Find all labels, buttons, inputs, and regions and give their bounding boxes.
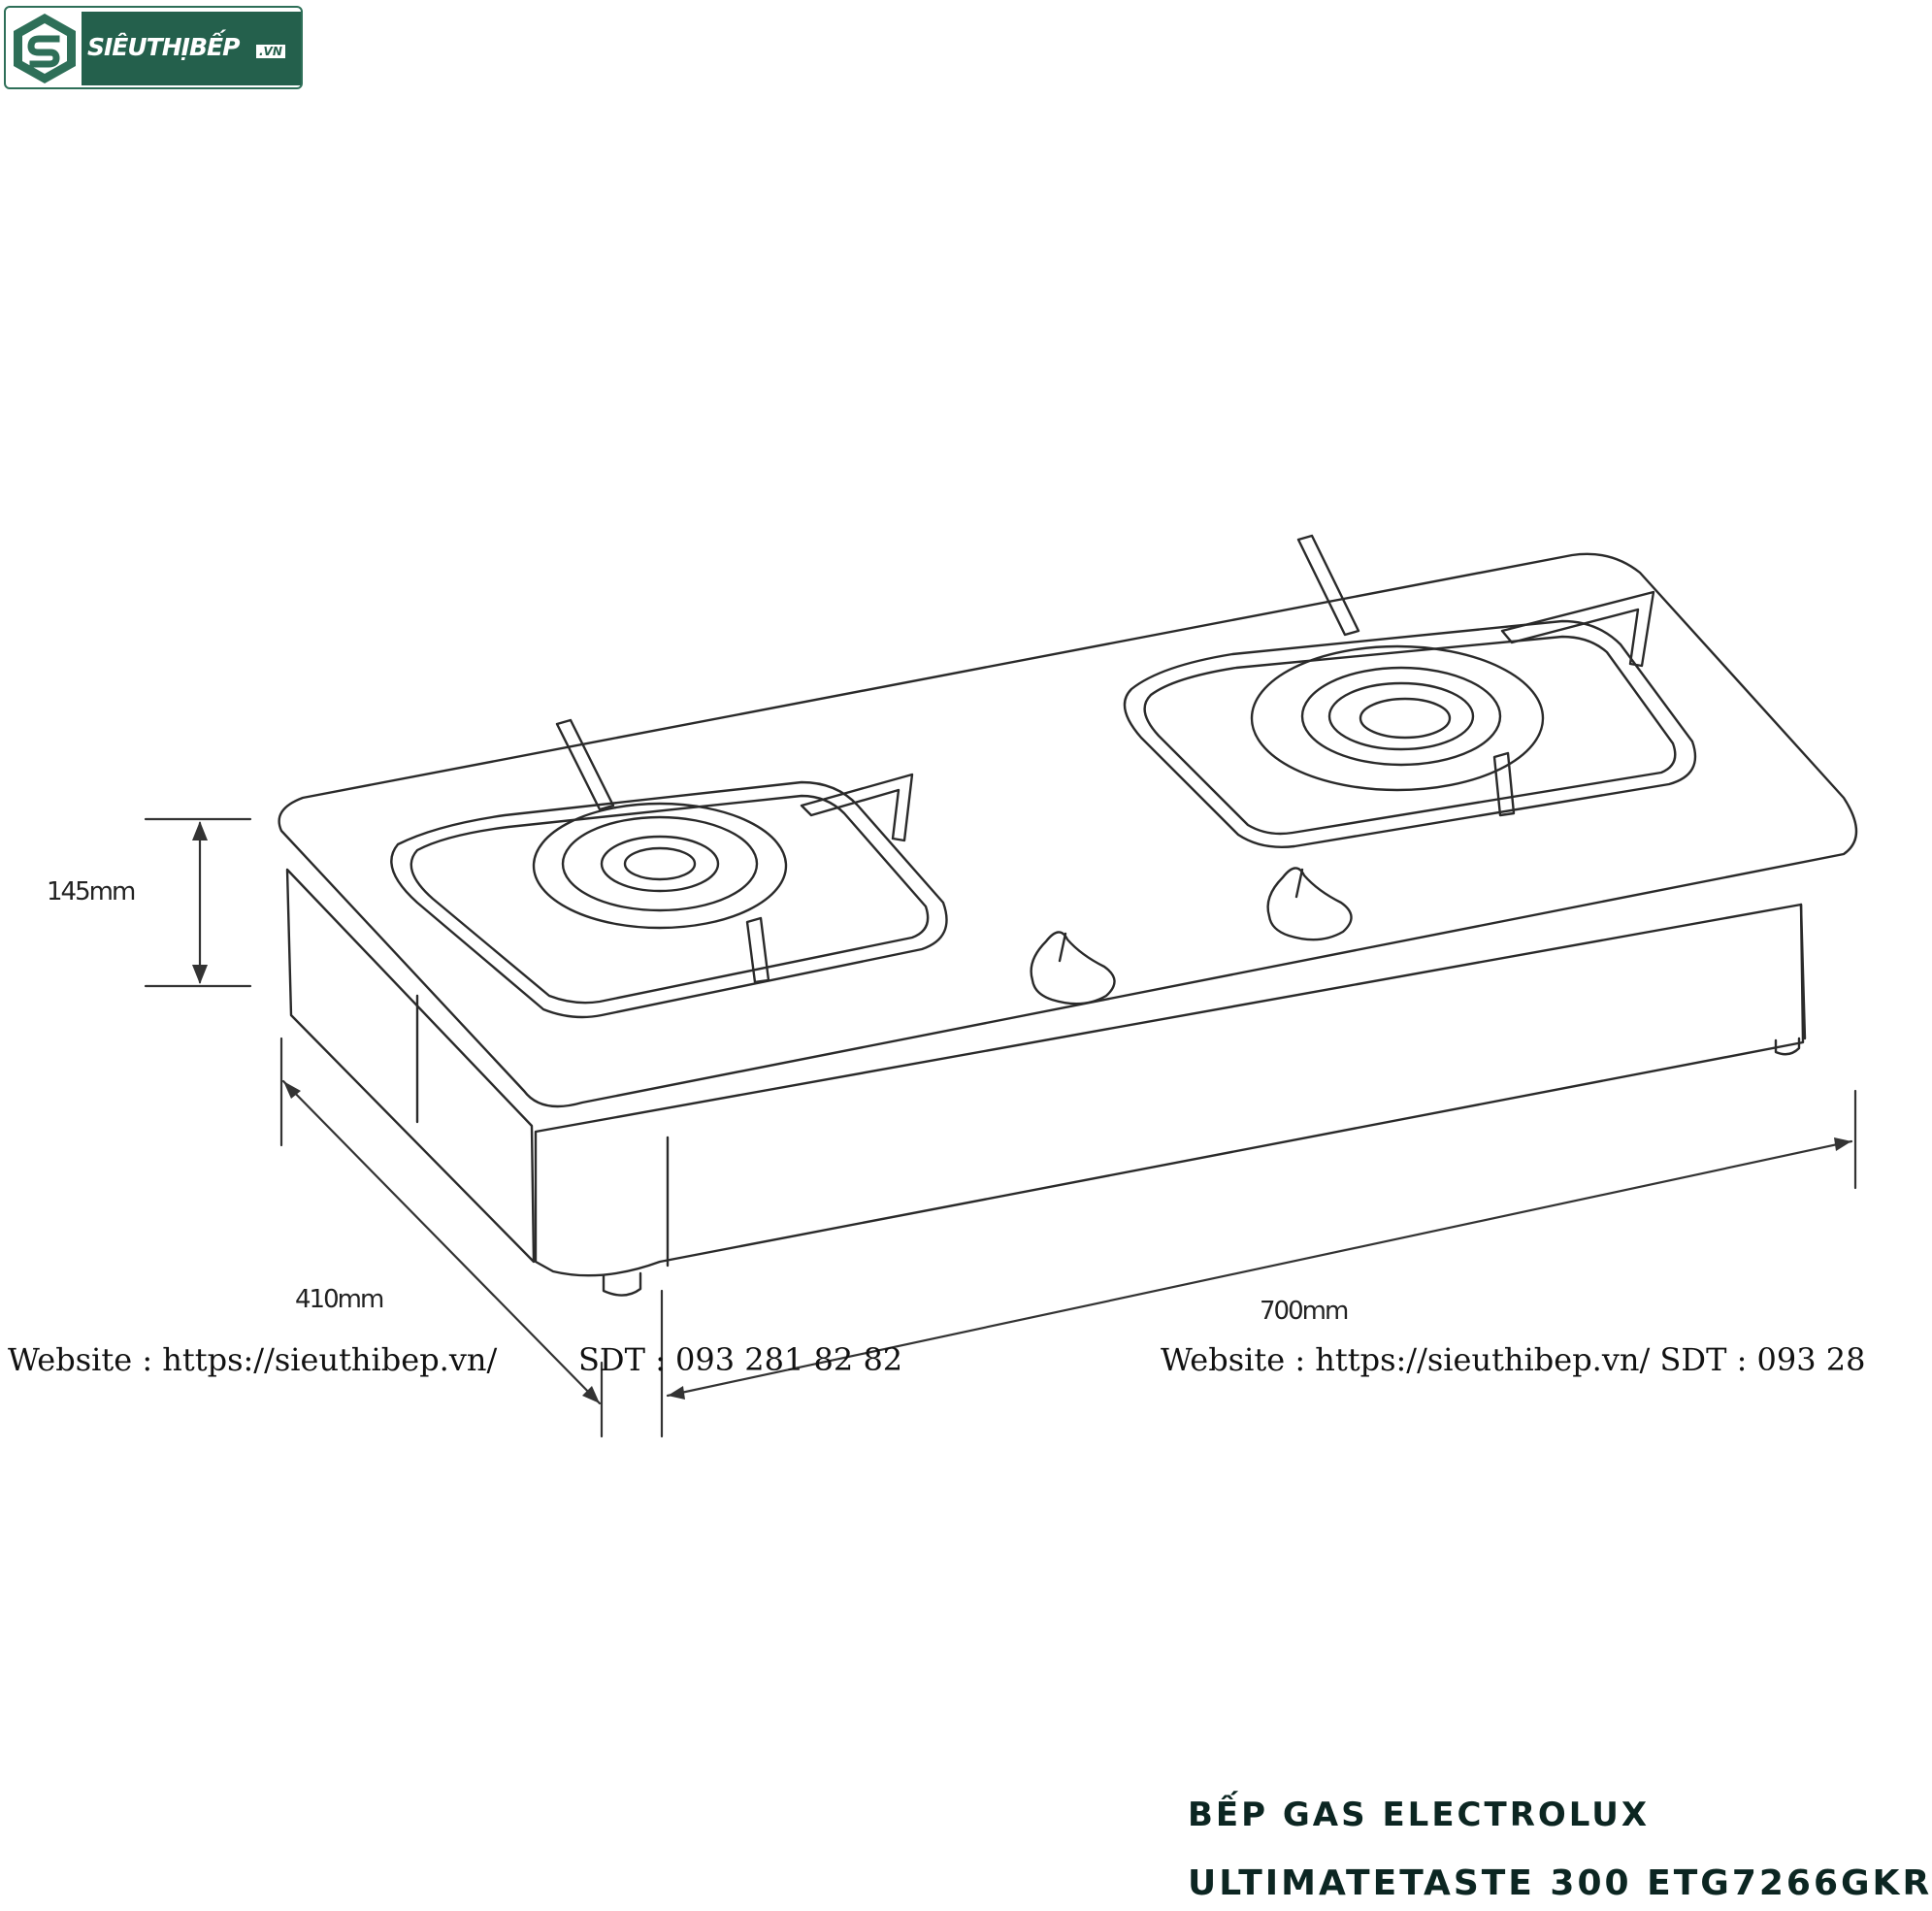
logo-brand-suffix: .VN	[256, 45, 285, 58]
depth-dimension-line	[281, 1079, 602, 1405]
product-caption-line2: ULTIMATETASTE 300 ETG7266GKR	[1188, 1863, 1932, 1903]
left-pan-support	[555, 718, 615, 811]
right-pan-support	[1296, 534, 1360, 637]
width-dimension-line	[666, 1139, 1853, 1398]
height-dimension-label: 145mm	[47, 877, 136, 906]
product-caption-line1: BẾP GAS ELECTROLUX	[1188, 1796, 1651, 1834]
stove-foot-right	[1774, 1037, 1801, 1056]
right-control-knob	[1266, 867, 1353, 941]
depth-dimension-label: 410mm	[295, 1285, 384, 1314]
left-burner-tray	[390, 780, 948, 1019]
logo-emblem-icon	[14, 14, 76, 83]
left-control-knob	[1030, 931, 1116, 1005]
site-logo[interactable]: SIÊUTHỊBẾP .VN	[4, 6, 303, 89]
right-burner-cap	[1250, 644, 1545, 792]
logo-brand-text: SIÊUTHỊBẾP	[87, 33, 240, 61]
stove-side-body	[285, 868, 536, 1264]
watermark-website-left: Website : https://sieuthibep.vn/	[8, 1341, 498, 1378]
right-burner-tray	[1123, 619, 1697, 848]
watermark-right: Website : https://sieuthibep.vn/ SDT : 0…	[1161, 1341, 1866, 1378]
stove-front-body	[534, 903, 1805, 1277]
width-dimension-label: 700mm	[1260, 1297, 1349, 1326]
watermark-phone-left: SDT : 093 281 82 82	[578, 1341, 903, 1378]
stove-foot-left	[602, 1271, 642, 1297]
stove-top-surface	[278, 552, 1858, 1108]
left-burner-cap	[532, 802, 788, 930]
